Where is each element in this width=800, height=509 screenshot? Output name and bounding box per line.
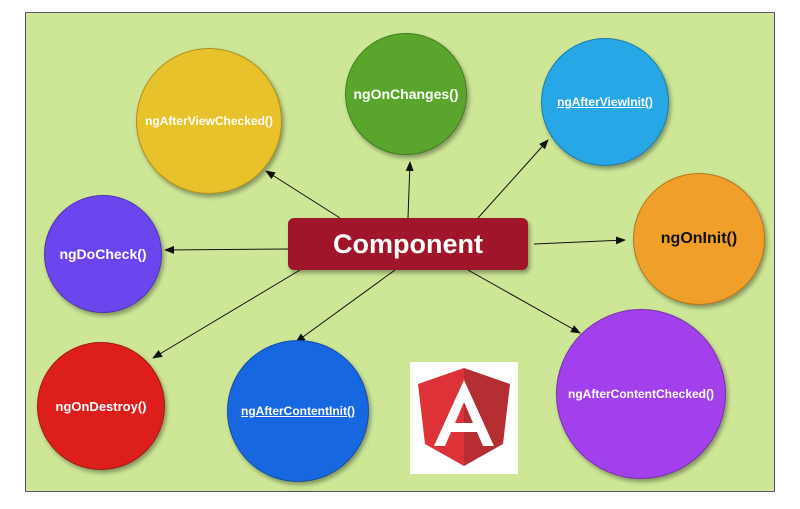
- node-label: ngOnChanges(): [353, 86, 459, 102]
- node-ngAfterContentInit: ngAfterContentInit(): [227, 340, 369, 482]
- edge-ngAfterViewChecked: [265, 170, 341, 219]
- node-ngAfterViewChecked: ngAfterViewChecked(): [136, 48, 282, 194]
- angular-logo: [410, 362, 518, 474]
- node-ngOnChanges: ngOnChanges(): [345, 33, 467, 155]
- edge-ngAfterViewInit: [477, 139, 549, 219]
- edge-ngAfterContentChecked: [467, 269, 581, 334]
- edge-ngOnChanges: [405, 161, 414, 219]
- node-label: ngOnInit(): [660, 230, 738, 247]
- node-ngOnInit: ngOnInit(): [633, 173, 765, 305]
- node-ngOnDestroy: ngOnDestroy(): [37, 342, 165, 470]
- node-ngDoCheck: ngDoCheck(): [44, 195, 162, 313]
- angular-logo-icon: [418, 368, 510, 466]
- node-label: ngOnDestroy(): [55, 398, 147, 414]
- node-label: ngAfterContentChecked(): [568, 387, 714, 401]
- edge-ngOnInit: [533, 236, 626, 245]
- component-box: Component: [288, 218, 528, 270]
- edge-ngAfterContentInit: [295, 269, 396, 343]
- node-label[interactable]: ngAfterViewInit(): [557, 95, 653, 109]
- node-label[interactable]: ngAfterContentInit(): [241, 404, 355, 418]
- edge-ngOnDestroy: [152, 269, 301, 359]
- component-label: Component: [333, 228, 483, 259]
- node-label: ngDoCheck(): [59, 246, 147, 262]
- node-ngAfterContentChecked: ngAfterContentChecked(): [556, 309, 726, 479]
- edge-ngDoCheck: [164, 245, 289, 254]
- node-ngAfterViewInit: ngAfterViewInit(): [541, 38, 669, 166]
- node-label: ngAfterViewChecked(): [145, 114, 273, 128]
